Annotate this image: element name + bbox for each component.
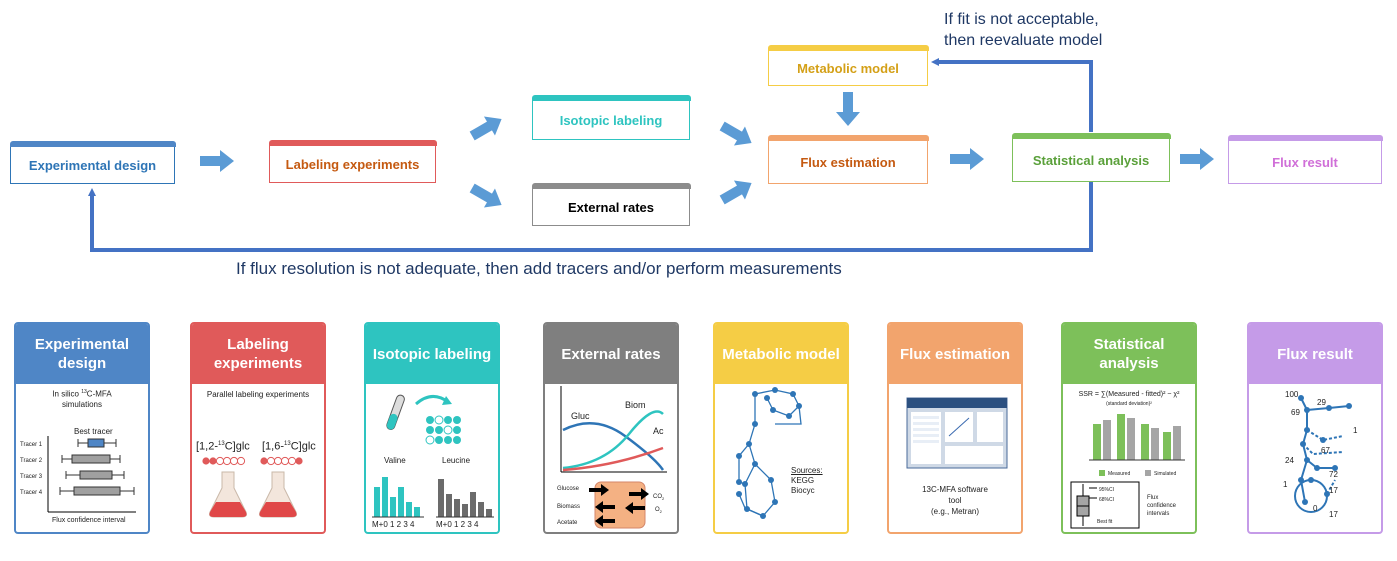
- glucose-label: Glucose: [557, 486, 580, 492]
- stat-bars-graphic: [1070, 414, 1185, 529]
- ci68-label: 68%CI: [1099, 497, 1115, 503]
- co2-label: CO2: [653, 494, 665, 502]
- card-labeling-experiments: Labeling experiments Parallel labeling e…: [190, 322, 326, 534]
- valine-label: Valine: [384, 456, 406, 465]
- card-title: Isotopic labeling: [366, 324, 498, 384]
- acetate-label: Acetate: [557, 520, 578, 526]
- tracer-label: Tracer 3: [20, 474, 43, 480]
- card-flux-result: Flux result 100 29 69 1 67 24 72 1 17 0 …: [1247, 322, 1383, 534]
- flux-estimation-box: Flux estimation: [767, 135, 929, 184]
- resolution-note: If flux resolution is not adequate, then…: [236, 259, 842, 278]
- fit-note-line1: If fit is not acceptable,: [944, 11, 1099, 28]
- parallel-caption: Parallel labeling experiments: [206, 390, 310, 399]
- best-fit-label: Best fit: [1097, 519, 1113, 525]
- flux-value: 0: [1313, 504, 1318, 513]
- flux-value: 1: [1283, 480, 1288, 489]
- fit-note: If fit is not acceptable, then reevaluat…: [944, 9, 1102, 51]
- labeling-experiments-box: Labeling experiments: [268, 140, 437, 183]
- card-title: Flux result: [1249, 324, 1381, 384]
- kegg-label: KEGG: [791, 476, 815, 485]
- software-screenshot-graphic: [906, 397, 1008, 469]
- flux-estimation-label: Flux estimation: [800, 154, 896, 170]
- tracer2-label: [1,6-13C]glc: [262, 440, 316, 453]
- tracer-label: Tracer 1: [20, 442, 43, 448]
- gluc-label: Gluc: [571, 411, 590, 421]
- experimental-design-box: Experimental design: [9, 141, 176, 184]
- card-isotopic-labeling: Isotopic labeling Valine Leucine M+0 1 2…: [364, 322, 500, 534]
- card-statistical-analysis: Statistical analysis SSR = ∑(Measured - …: [1061, 322, 1197, 534]
- resolution-loop-line: [88, 182, 1093, 252]
- card-title: Labeling experiments: [192, 324, 324, 384]
- card-title: External rates: [545, 324, 677, 384]
- flux-value: 69: [1291, 408, 1300, 417]
- o2-label: O2: [655, 507, 662, 515]
- metabolic-model-label: Metabolic model: [797, 60, 899, 76]
- card-metabolic-model: Metabolic model Sources: KEGG Biocyc: [713, 322, 849, 534]
- external-rates-box: External rates: [531, 183, 691, 226]
- card-title: Experimental design: [16, 324, 148, 384]
- card-title: Flux estimation: [889, 324, 1021, 384]
- legend-measured: Measured: [1108, 471, 1131, 477]
- labeling-experiments-label: Labeling experiments: [285, 156, 420, 172]
- flux-value: 17: [1329, 486, 1338, 495]
- tracer-label: Tracer 4: [20, 490, 43, 496]
- network-graphic: [736, 387, 802, 519]
- card-external-rates: External rates Gluc Biom Ac Glucose Biom…: [543, 322, 679, 534]
- experimental-design-label: Experimental design: [28, 157, 157, 173]
- valine-ticks: M+0 1 2 3 4: [372, 520, 415, 529]
- tracer1-label: [1,2-13C]glc: [196, 440, 250, 453]
- test-tube-icon: [386, 394, 405, 430]
- flux-value: 24: [1285, 456, 1294, 465]
- isotope-graphic: [372, 394, 494, 518]
- flux-value: 29: [1317, 398, 1326, 407]
- fit-loop-line: [931, 58, 1093, 132]
- leucine-label: Leucine: [442, 456, 471, 465]
- flow-connectors: [88, 58, 1214, 252]
- flask-1: [209, 471, 247, 518]
- card-title: Metabolic model: [715, 324, 847, 384]
- flask-graphic: [202, 456, 303, 518]
- ci95-label: 95%CI: [1099, 487, 1115, 493]
- flux-ci-label: Flux confidence intervals: [1147, 495, 1177, 517]
- leucine-ticks: M+0 1 2 3 4: [436, 520, 479, 529]
- growth-curve-graphic: [560, 386, 667, 529]
- flux-map-graphic: [1294, 395, 1352, 513]
- biomass-label: Biomass: [557, 504, 581, 510]
- flux-value: 67: [1321, 446, 1330, 455]
- fit-note-line2: then reevaluate model: [944, 32, 1103, 49]
- biocyc-label: Biocyc: [791, 486, 815, 495]
- flask-2: [259, 471, 297, 518]
- flux-result-box: Flux result: [1227, 135, 1383, 184]
- ssr-denominator: (standard deviation)²: [1106, 401, 1152, 407]
- flux-value: 17: [1329, 510, 1338, 519]
- flux-value: 72: [1329, 470, 1338, 479]
- tracer-label: Tracer 2: [20, 458, 43, 464]
- isotopic-labeling-box: Isotopic labeling: [531, 95, 691, 140]
- boxplot-graphic: [47, 436, 136, 513]
- biom-label: Biom: [625, 400, 646, 410]
- card-title: Statistical analysis: [1063, 324, 1195, 384]
- ssr-formula: SSR = ∑(Measured - fitted)² ~ χ²: [1078, 391, 1180, 398]
- flux-value: 1: [1353, 426, 1358, 435]
- ac-label: Ac: [653, 426, 664, 436]
- sources-label: Sources:: [791, 466, 823, 475]
- flux-value: 100: [1285, 390, 1299, 399]
- metabolic-model-box: Metabolic model: [767, 45, 929, 86]
- flux-result-label: Flux result: [1272, 154, 1338, 170]
- isotopic-labeling-label: Isotopic labeling: [559, 112, 663, 128]
- best-tracer-label: Best tracer: [74, 427, 113, 436]
- statistical-analysis-label: Statistical analysis: [1032, 152, 1150, 168]
- legend-simulated: Simulated: [1154, 471, 1177, 477]
- statistical-analysis-box: Statistical analysis: [1011, 133, 1171, 182]
- flow-arrows: [200, 92, 1214, 208]
- external-rates-label: External rates: [568, 199, 654, 215]
- axis-label: Flux confidence interval: [52, 517, 126, 524]
